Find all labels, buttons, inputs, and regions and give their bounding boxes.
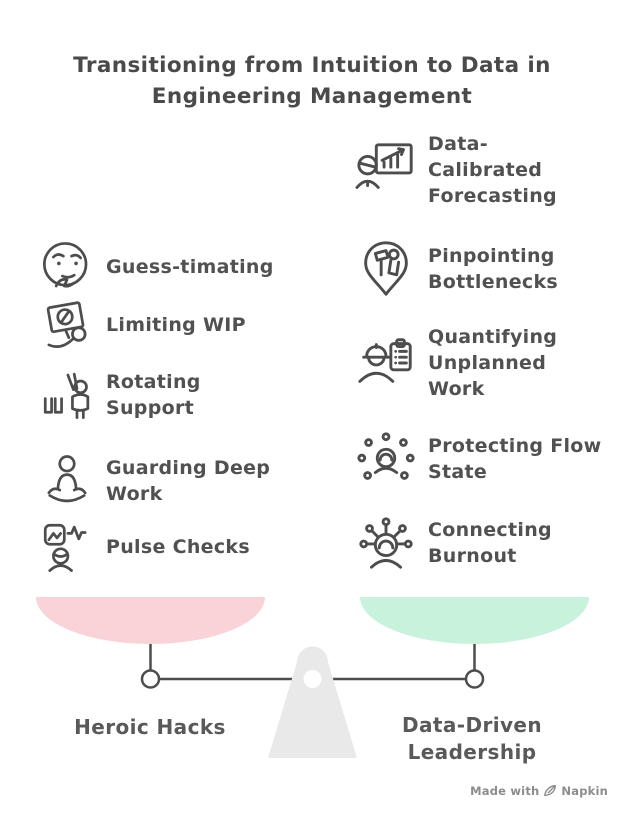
list-item-data-calibrated-forecasting: Data- Calibrated Forecasting: [355, 131, 557, 209]
list-item-connecting-burnout: Connecting Burnout: [355, 512, 552, 574]
list-item-rotating-support: Rotating Support: [38, 366, 201, 424]
raised-hand-person-icon: [43, 372, 90, 420]
item-label: Guess-timating: [106, 256, 274, 278]
item-label: Protecting Flow State: [428, 435, 602, 483]
item-label: Data- Calibrated Forecasting: [428, 133, 557, 207]
hardhat-checklist-icon: [358, 338, 412, 383]
prohibition-sign-icon: [46, 301, 87, 348]
left-pan-bowl: [36, 597, 265, 644]
item-label: Quantifying Unplanned Work: [428, 326, 558, 400]
fulcrum: [268, 646, 357, 758]
page-title: Transitioning from Intuition to Data in …: [73, 53, 551, 109]
bottleneck-map-pin-icon: [364, 241, 408, 296]
item-label: Guarding Deep Work: [106, 457, 271, 505]
balance-scale: [36, 597, 589, 758]
presentation-chart-person-icon: [355, 143, 413, 189]
right-pan-label: Data-Driven Leadership: [401, 713, 542, 764]
napkin-pen-icon: [544, 785, 557, 797]
napkin-credit[interactable]: Made with Napkin: [470, 784, 608, 798]
item-label: Limiting WIP: [106, 314, 246, 336]
meditating-person-icon: [47, 455, 87, 503]
list-item-pulse-checks: Pulse Checks: [38, 518, 250, 576]
credit-prefix: Made with: [470, 784, 540, 798]
list-item-limiting-wip: Limiting WIP: [38, 296, 246, 354]
credit-brand: Napkin: [561, 784, 608, 798]
list-item-quantifying-unplanned-work: Quantifying Unplanned Work: [355, 324, 557, 402]
right-beam-joint: [464, 669, 485, 689]
item-label: Pinpointing Bottlenecks: [428, 245, 559, 293]
list-item-protecting-flow-state: Protecting Flow State: [355, 428, 602, 490]
left-beam-joint: [140, 669, 161, 689]
item-label: Pulse Checks: [106, 536, 250, 558]
pulse-monitor-person-icon: [43, 523, 87, 572]
fulcrum-hole: [303, 670, 322, 688]
person-surrounded-dots-icon: [357, 432, 415, 480]
item-label: Rotating Support: [106, 371, 201, 419]
list-item-guess-timating: Guess-timating: [38, 238, 274, 296]
right-pan-bowl: [360, 597, 589, 644]
thinking-face-icon: [42, 242, 88, 288]
list-item-guarding-deep-work: Guarding Deep Work: [38, 452, 270, 510]
item-label: Connecting Burnout: [428, 519, 552, 567]
list-item-pinpointing-bottlenecks: Pinpointing Bottlenecks: [355, 238, 558, 300]
burnout-rays-person-icon: [359, 517, 413, 569]
left-pan-label: Heroic Hacks: [74, 715, 226, 739]
